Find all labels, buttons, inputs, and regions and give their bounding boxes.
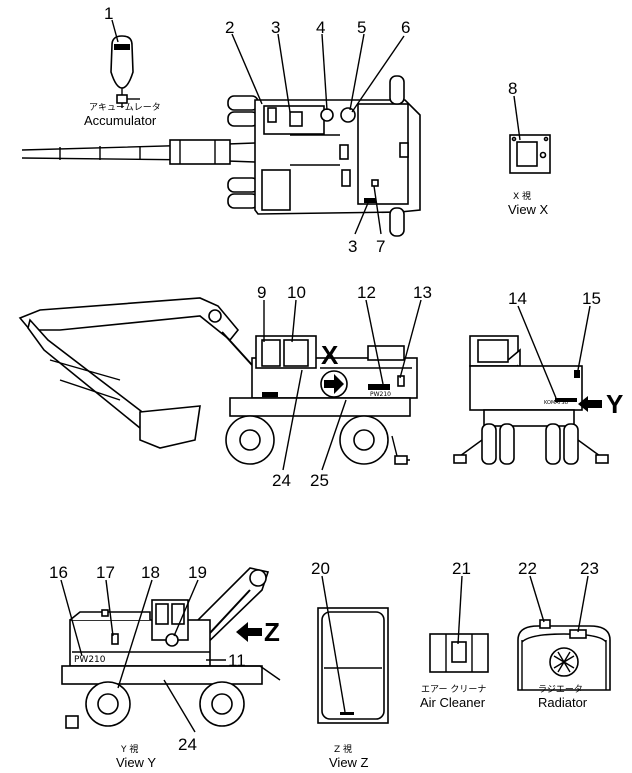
air-cleaner-figure (429, 633, 489, 673)
decal-model-side: PW210 (74, 655, 106, 665)
callout-11: 11 (228, 651, 246, 670)
leader-3 (277, 33, 291, 113)
callout-23: 23 (580, 559, 599, 578)
caption-radiator-jp: ラジエータ (538, 684, 583, 695)
leader-25 (321, 399, 347, 471)
callout-25: 25 (310, 471, 329, 490)
leader-3b (354, 202, 369, 235)
callout-9: 9 (257, 283, 266, 302)
leader-15 (577, 305, 591, 371)
leader-12 (365, 299, 384, 385)
caption-air-cleaner-en: Air Cleaner (420, 695, 486, 710)
leader-1 (111, 19, 119, 43)
leader-8 (513, 95, 521, 141)
callout-24b: 24 (178, 735, 197, 754)
caption-air-cleaner-jp: エアー クリーナ (421, 684, 486, 695)
leader-2 (231, 33, 263, 105)
callout-3b: 3 (348, 237, 357, 256)
leader-17 (105, 579, 114, 637)
callout-13: 13 (413, 283, 432, 302)
side-view-machine (18, 297, 418, 465)
callout-1: 1 (104, 4, 113, 23)
caption-view-x-jp: X 視 (513, 190, 531, 202)
leader-23 (577, 575, 589, 633)
marker-y: Y (606, 389, 623, 419)
caption-accumulator-en: Accumulator (84, 113, 157, 128)
view-x-plate (509, 134, 551, 174)
leader-19 (173, 579, 199, 637)
leader-7 (373, 185, 382, 235)
callout-18: 18 (141, 563, 160, 582)
caption-view-x-en: View X (508, 202, 549, 217)
callout-22: 22 (518, 559, 537, 578)
caption-view-y-en: View Y (116, 755, 156, 770)
caption-view-z-en: View Z (329, 755, 369, 770)
rear-view-machine (453, 335, 609, 465)
callout-8: 8 (508, 79, 517, 98)
decal-brand-rear: KOMATSU (544, 400, 569, 406)
callout-24a: 24 (272, 471, 291, 490)
leader-22 (529, 575, 545, 623)
leader-13 (399, 299, 422, 379)
leader-21 (457, 575, 463, 645)
callout-15: 15 (582, 289, 601, 308)
callout-17: 17 (96, 563, 115, 582)
accumulator-figure (110, 35, 140, 108)
leader-20 (321, 575, 346, 713)
callout-3: 3 (271, 18, 280, 37)
callout-10: 10 (287, 283, 306, 302)
caption-view-y-jp: Y 視 (120, 743, 138, 755)
callout-14: 14 (508, 289, 527, 308)
leader-10 (291, 299, 297, 343)
leader-24b (163, 679, 196, 733)
leader-24a (282, 369, 303, 471)
radiator-figure (517, 619, 611, 691)
marker-x: X (321, 340, 339, 370)
callout-20: 20 (311, 559, 330, 578)
leader-14 (517, 305, 557, 399)
leader-16 (60, 579, 83, 657)
decal-model-rear: PW210 (370, 391, 391, 398)
callout-21: 21 (452, 559, 471, 578)
caption-view-z-jp: Z 視 (334, 743, 352, 755)
callout-4: 4 (316, 18, 325, 37)
leader-6 (351, 35, 405, 113)
callout-6: 6 (401, 18, 410, 37)
callout-12: 12 (357, 283, 376, 302)
view-y-machine (61, 567, 281, 729)
leader-4 (321, 33, 328, 111)
leader-18 (117, 579, 153, 689)
callout-19: 19 (188, 563, 207, 582)
caption-radiator-en: Radiator (538, 695, 588, 710)
callout-2: 2 (225, 18, 234, 37)
caption-accumulator-jp: アキュームレータ (89, 102, 161, 113)
marker-z: Z (264, 617, 280, 647)
leader-5 (349, 33, 365, 111)
callout-7: 7 (376, 237, 385, 256)
callout-5: 5 (357, 18, 366, 37)
view-z-door (317, 607, 389, 724)
top-view-machine (21, 75, 421, 237)
callout-16: 16 (49, 563, 68, 582)
